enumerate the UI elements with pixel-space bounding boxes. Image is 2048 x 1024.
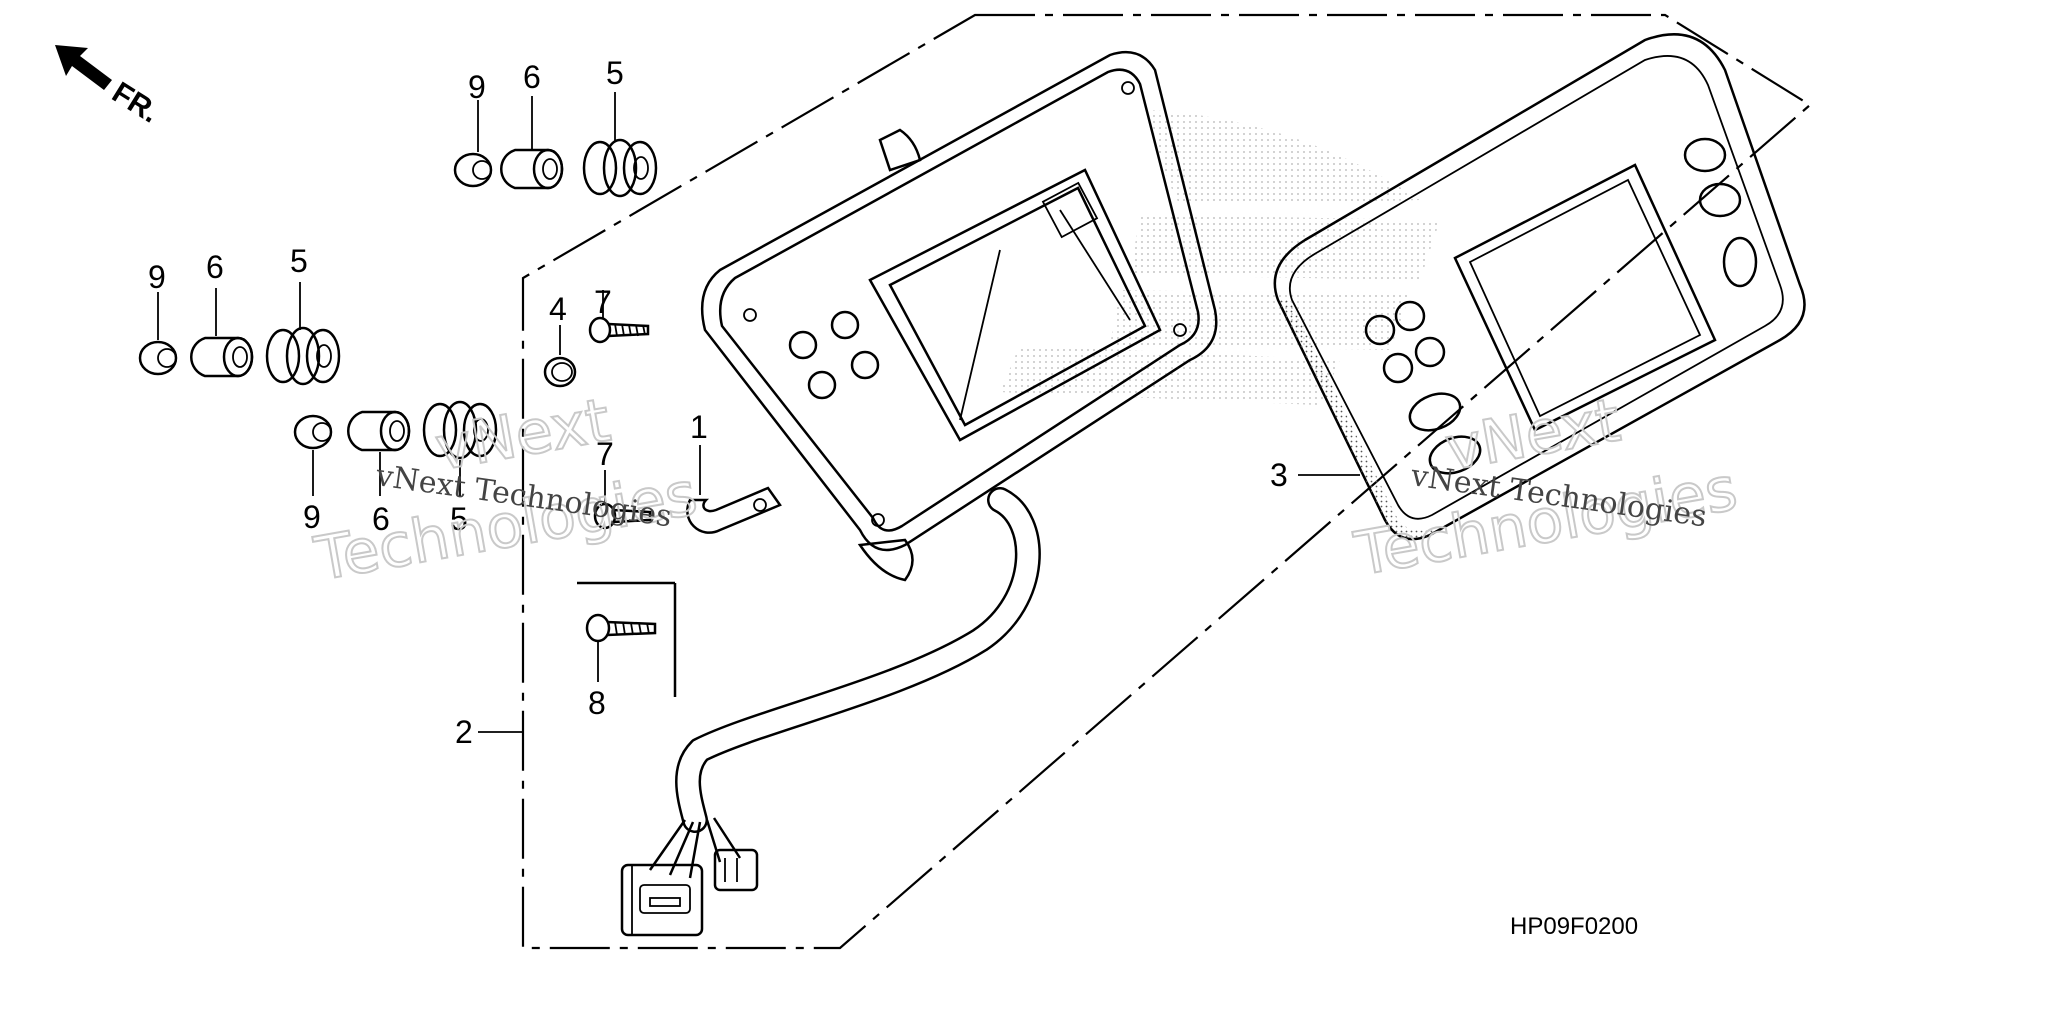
rubber-grommet-icon xyxy=(582,138,658,198)
indicator-leds-icon xyxy=(1041,181,1099,239)
callout-4: 4 xyxy=(549,291,567,327)
collar-icon xyxy=(190,336,254,378)
part-8-screw: 8 xyxy=(577,581,677,721)
screw-icon xyxy=(585,613,657,643)
callout-3: 3 xyxy=(1270,457,1288,493)
part-4-washer: 4 xyxy=(543,291,577,388)
part-2-meter-case-assembly: 2 xyxy=(455,50,1218,937)
callout-7-lower: 7 xyxy=(596,436,614,472)
collar-icon xyxy=(500,148,564,190)
connector-icon xyxy=(620,863,704,937)
callout-1: 1 xyxy=(690,409,708,445)
watermark-right: vNext Technologies vNext Technologies xyxy=(1348,384,1743,591)
part-1-clamp: 1 xyxy=(686,409,782,534)
callout-6-lower: 6 xyxy=(372,501,390,537)
callout-5-middle: 5 xyxy=(290,243,308,279)
connector-icon xyxy=(713,848,759,892)
callout-5-top: 5 xyxy=(606,55,624,91)
rubber-grommet-icon xyxy=(422,400,498,460)
front-label: FR. xyxy=(106,76,164,130)
front-direction-indicator: FR. xyxy=(55,45,165,130)
collar-nut-icon xyxy=(453,152,493,188)
hardware-row-lower: 9 6 5 xyxy=(293,400,498,537)
callout-2: 2 xyxy=(455,714,473,750)
callout-7-upper: 7 xyxy=(594,284,612,320)
collar-nut-icon xyxy=(138,340,178,376)
screw-icon xyxy=(588,316,650,344)
cover-button-icons xyxy=(1364,300,1482,475)
part-7-screw-lower: 7 xyxy=(593,436,652,530)
part-3-meter-cover: 3 xyxy=(1270,33,1806,541)
wing-logo-watermark xyxy=(1000,110,1440,405)
callout-9-lower: 9 xyxy=(303,499,321,535)
diagram-code: HP09F0200 xyxy=(1510,913,1638,940)
cover-button-icons xyxy=(1683,137,1758,288)
rubber-grommet-icon xyxy=(265,326,341,386)
callout-6-middle: 6 xyxy=(206,249,224,285)
collar-nut-icon xyxy=(293,414,333,450)
callout-8: 8 xyxy=(588,685,606,721)
callout-5-lower: 5 xyxy=(450,501,468,537)
callout-9-top: 9 xyxy=(468,69,486,105)
collar-icon xyxy=(347,410,411,452)
assembly-boundary xyxy=(521,13,1812,950)
button-holes-icon xyxy=(788,310,880,400)
front-arrow-icon xyxy=(55,45,112,90)
hardware-row-middle: 9 6 5 xyxy=(138,243,341,386)
watermark-left: vNext Technologies vNext Technologies xyxy=(308,384,703,596)
callout-6-top: 6 xyxy=(523,59,541,95)
callout-9-middle: 9 xyxy=(148,259,166,295)
part-7-screw-upper: 7 xyxy=(588,284,650,344)
hardware-row-top: 9 6 5 xyxy=(453,55,658,198)
